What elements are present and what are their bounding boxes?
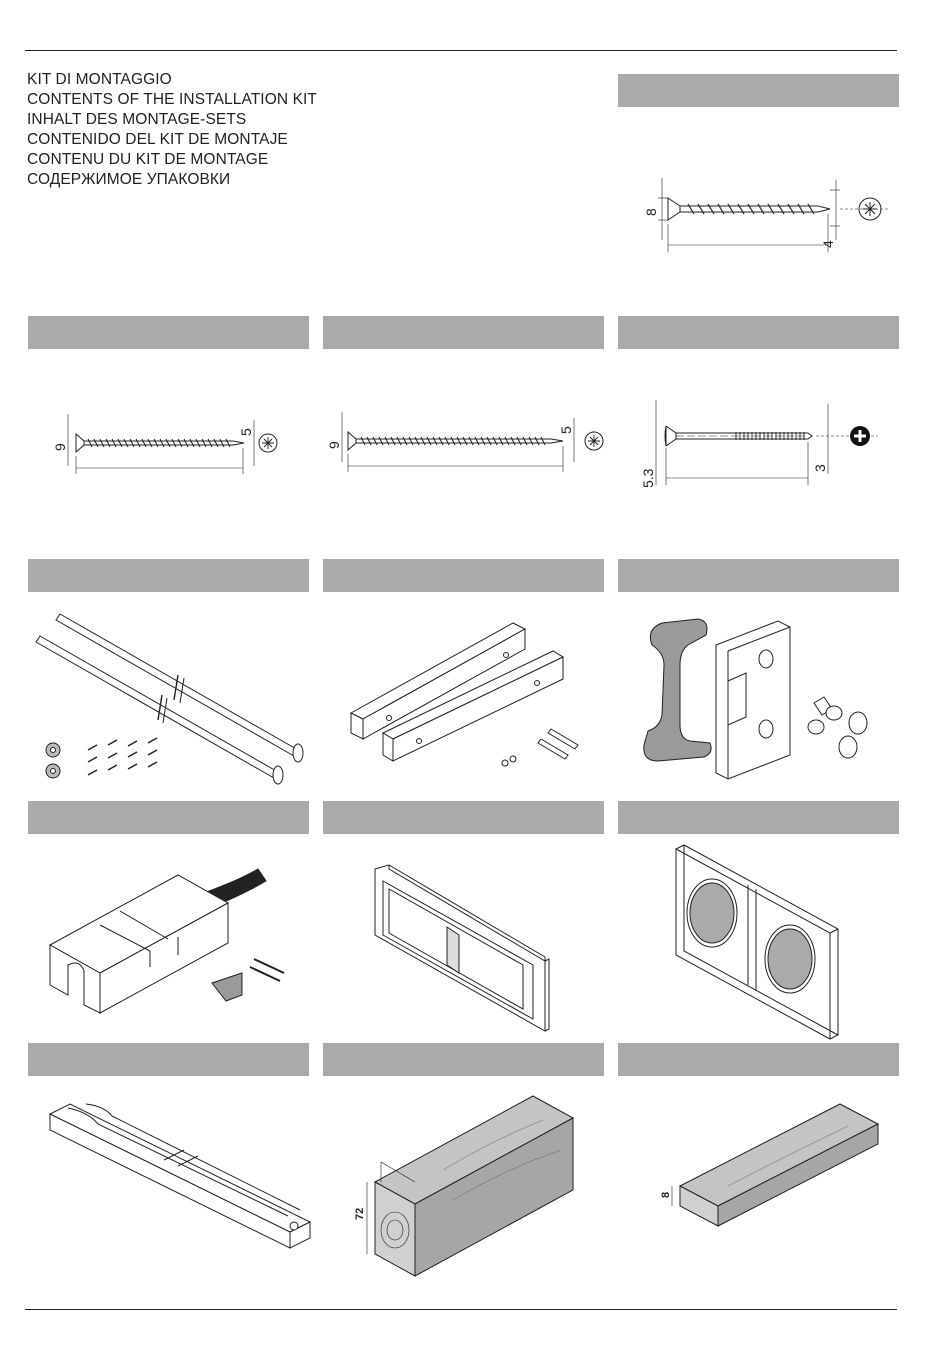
beam-drawing: 72 [323,1090,604,1275]
top-rule [25,50,897,51]
stopper-drawing [28,845,309,1035]
handles-drawing [618,845,899,1035]
label-bar-screw-d [618,316,899,349]
label-bar-brackets [618,559,899,592]
screw-a-head-dim: 8 [643,208,659,216]
kit-title-block: KIT DI MONTAGGIO CONTENTS OF THE INSTALL… [27,70,317,190]
screw-b-drawing: 9 5 [28,400,309,500]
title-ru: СОДЕРЖИМОЕ УПАКОВКИ [27,170,317,190]
label-bar-rods [28,559,309,592]
screw-a-tip-dim: 4 [820,240,836,248]
label-bar-stopper [28,801,309,834]
label-bar-screw-a [618,74,899,107]
label-bar-beam [323,1043,604,1076]
title-it: KIT DI MONTAGGIO [27,70,317,90]
title-es: CONTENIDO DEL KIT DE MONTAJE [27,130,317,150]
frame-drawing [323,855,604,1035]
title-en: CONTENTS OF THE INSTALLATION KIT [27,90,317,110]
brackets-drawing [618,605,899,795]
title-fr: CONTENU DU KIT DE MONTAGE [27,150,317,170]
screw-c-drawing: 9 5 [323,400,604,500]
bottom-rule [25,1309,897,1310]
screw-d-drawing: 5.3 3 [618,390,899,500]
label-bar-track [28,1043,309,1076]
label-bar-frame [323,801,604,834]
screw-d-head-dim: 5.3 [640,468,656,488]
guide-rails-drawing [323,605,604,795]
title-de: INHALT DES MONTAGE-SETS [27,110,317,130]
rods-drawing [28,600,309,800]
label-bar-screw-c [323,316,604,349]
screw-b-tip-dim: 5 [238,428,254,436]
label-bar-handles [618,801,899,834]
screw-a-drawing: 8 4 [618,160,899,270]
label-bar-guide-rails [323,559,604,592]
label-bar-screw-b [28,316,309,349]
screw-d-tip-dim: 3 [812,464,828,472]
plank-thickness-dim: 8 [660,1192,672,1198]
plank-drawing: 8 [618,1090,899,1240]
screw-c-tip-dim: 5 [558,426,574,434]
beam-height-dim: 72 [354,1208,366,1220]
track-drawing [28,1090,309,1280]
screw-b-head-dim: 9 [52,443,68,451]
label-bar-plank [618,1043,899,1076]
screw-c-head-dim: 9 [326,441,342,449]
